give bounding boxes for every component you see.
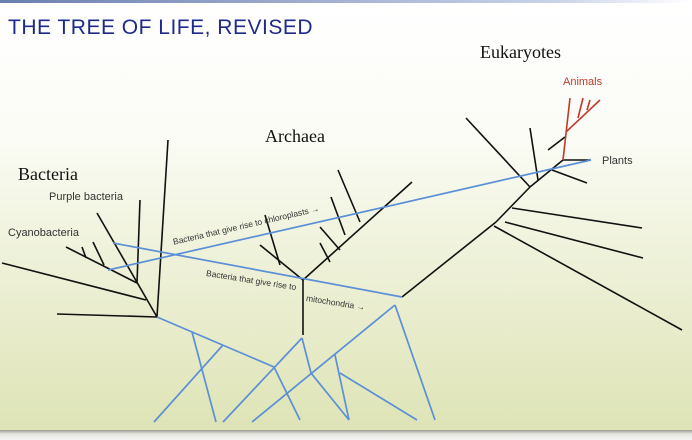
branch (529, 159, 564, 188)
branch (493, 225, 683, 331)
label-plants: Plants (602, 155, 633, 167)
root-line (394, 304, 436, 421)
label-purple-bacteria: Purple bacteria (49, 191, 123, 203)
label-eukaryotes: Eukaryotes (480, 42, 561, 62)
branch (65, 246, 138, 284)
branch (302, 181, 413, 281)
root-line (251, 304, 396, 423)
branch (547, 136, 566, 151)
top-border (0, 0, 692, 3)
page-title: THE TREE OF LIFE, REVISED (8, 16, 314, 39)
label-cyanobacteria: Cyanobacteria (8, 227, 79, 239)
branch (56, 313, 158, 318)
animals-branches (562, 97, 601, 161)
branch (92, 241, 105, 266)
branch (81, 246, 87, 259)
branch (319, 226, 341, 251)
chloroplast-transfer-line (107, 159, 592, 271)
root-line (334, 354, 350, 421)
branch (1, 262, 147, 301)
root-line (191, 331, 217, 423)
branch (511, 207, 643, 229)
root-line (153, 344, 224, 423)
branch (264, 214, 281, 266)
gene-transfer-lines (107, 159, 592, 423)
mitochondria-transfer-line (112, 242, 403, 298)
branch (259, 244, 304, 281)
branch (401, 221, 497, 298)
label-animals: Animals (563, 76, 603, 88)
branch (330, 196, 346, 236)
root-line (222, 337, 303, 423)
branch (495, 186, 531, 223)
label-archaea: Archaea (265, 126, 325, 146)
bottom-border (0, 430, 692, 440)
label-bacteria: Bacteria (18, 164, 78, 184)
branch (136, 199, 141, 284)
branch (156, 139, 169, 318)
branch (551, 169, 588, 184)
branch (504, 221, 644, 259)
root-line (156, 316, 301, 421)
branch (319, 242, 331, 263)
root-line (301, 337, 350, 421)
root-line (339, 372, 418, 421)
branch (529, 127, 539, 181)
